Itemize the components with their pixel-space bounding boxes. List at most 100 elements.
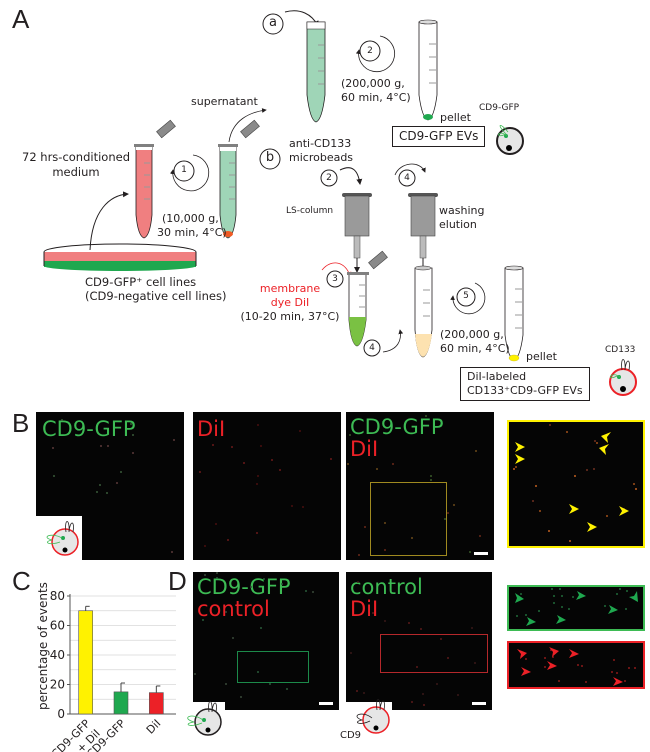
step-1-label: 1 (181, 165, 187, 175)
micrograph-b-cd9-gfp: CD9-GFP (36, 412, 184, 560)
medium-label-1: 72 hrs-conditioned (22, 150, 130, 164)
cd9-gfp-tag: CD9-GFP (479, 103, 520, 113)
fluorescent-speck (550, 649, 552, 651)
fluorescent-speck (624, 680, 626, 682)
fluorescent-speck (548, 530, 550, 532)
micrograph-d-gfp-control: CD9-GFP control (193, 572, 339, 710)
fluorescent-speck (256, 483, 258, 485)
fluorescent-speck (561, 595, 563, 597)
fluorescent-speck (61, 419, 63, 421)
fluorescent-speck (635, 488, 637, 490)
fluorescent-speck (549, 424, 551, 426)
ls-column-label: LS-column (286, 206, 334, 216)
arrowhead-icon (608, 605, 618, 614)
fluorescent-speck (202, 619, 204, 621)
ev-inset-d2-icon (356, 699, 390, 734)
micrograph-b2-label: DiI (197, 417, 226, 441)
fluorescent-speck (350, 652, 352, 654)
fluorescent-speck (572, 596, 574, 598)
dye-label-3: (10-20 min, 37°C) (240, 310, 340, 323)
arrowhead-icon (521, 667, 531, 676)
step-2-label: 2 (367, 46, 373, 56)
fluorescent-speck (628, 667, 630, 669)
arrowhead-icon (515, 454, 525, 464)
fluorescent-speck (633, 483, 635, 485)
micrograph-b3-label-2: DiI (350, 437, 379, 461)
fluorescent-speck (616, 593, 618, 595)
zoom-region-box-red (380, 634, 488, 673)
scale-bar (319, 702, 333, 705)
x-tick-label: DiI (144, 717, 164, 737)
fluorescent-speck (257, 671, 259, 673)
fluorescent-speck (422, 693, 424, 695)
fluorescent-speck (171, 551, 173, 553)
fluorescent-speck (551, 588, 553, 590)
y-tick-label: 80 (50, 589, 65, 603)
micrograph-b3-label-1: CD9-GFP (350, 415, 444, 439)
fluorescent-speck (271, 459, 273, 461)
fluorescent-speck (52, 447, 54, 449)
micrograph-b-dii: DiI (193, 412, 341, 560)
zoom-inset-merge (507, 420, 645, 548)
arrowhead-icon (526, 617, 536, 626)
fluorescent-speck (204, 545, 206, 547)
petri-dish-icon (43, 243, 197, 271)
y-tick-label: 40 (50, 648, 65, 662)
fluorescent-speck (423, 704, 425, 706)
arrowhead-icon (613, 677, 623, 686)
fluorescent-speck (561, 606, 563, 608)
arrow-supernatant (228, 108, 267, 143)
fluorescent-speck (568, 608, 570, 610)
fluorescent-speck (194, 673, 196, 675)
fluorescent-speck (225, 611, 227, 613)
fluorescent-speck (593, 468, 595, 470)
arrowheads-green (515, 591, 638, 626)
fluorescent-speck (286, 688, 288, 690)
pellet-b-label: pellet (526, 350, 557, 363)
tube-elution-icon (414, 265, 433, 358)
scale-bar (472, 702, 486, 705)
cells-line-2: (CD9-negative cell lines) (85, 289, 227, 303)
fluorescent-speck (279, 469, 281, 471)
microbeads-line-2: microbeads (289, 151, 354, 164)
panel-letter-a: A (12, 4, 30, 34)
fluorescent-speck (447, 512, 449, 514)
fluorescent-speck (585, 681, 587, 683)
fluorescent-speck (107, 445, 109, 447)
fluorescent-speck (312, 591, 314, 593)
pellet-a-label: pellet (440, 111, 471, 124)
arrowhead-icon (601, 432, 611, 443)
y-tick-label: 60 (50, 619, 65, 633)
arrowhead-icon (619, 506, 629, 516)
fluorescent-speck (471, 627, 473, 629)
bar (149, 692, 164, 715)
tube-dye-labeling-icon (347, 250, 388, 347)
route-a-label: a (269, 15, 277, 30)
fluorescent-speck (376, 468, 378, 470)
fluorescent-speck (525, 614, 527, 616)
fluorescent-speck (538, 610, 540, 612)
fluorescent-speck (474, 662, 476, 664)
fluorescent-speck (457, 694, 459, 696)
panel-a-drawing (43, 10, 637, 396)
fluorescent-speck (263, 578, 265, 580)
fluorescent-speck (363, 692, 365, 694)
fluorescent-speck (257, 475, 259, 477)
fluorescent-speck (430, 479, 432, 481)
cd9-tag: CD9 (340, 730, 362, 741)
supernatant-label: supernatant (191, 95, 258, 108)
fluorescent-speck (216, 577, 218, 579)
tube-conditioned-medium-icon (134, 119, 176, 239)
fluorescent-speck (430, 475, 432, 477)
micrograph-d1-label-1: CD9-GFP (197, 575, 291, 599)
tube-supernatant-icon (218, 119, 260, 239)
fluorescent-speck (408, 622, 410, 624)
fluorescent-speck (516, 615, 518, 617)
route-b-label: b (265, 150, 275, 165)
fluorescent-speck (447, 657, 449, 659)
micrograph-d2-label-2: DiI (350, 597, 379, 621)
fluorescent-speck (269, 683, 271, 685)
fluorescent-speck (574, 475, 576, 477)
zoom-inset-red (507, 641, 645, 689)
arrowhead-icon (569, 649, 579, 658)
